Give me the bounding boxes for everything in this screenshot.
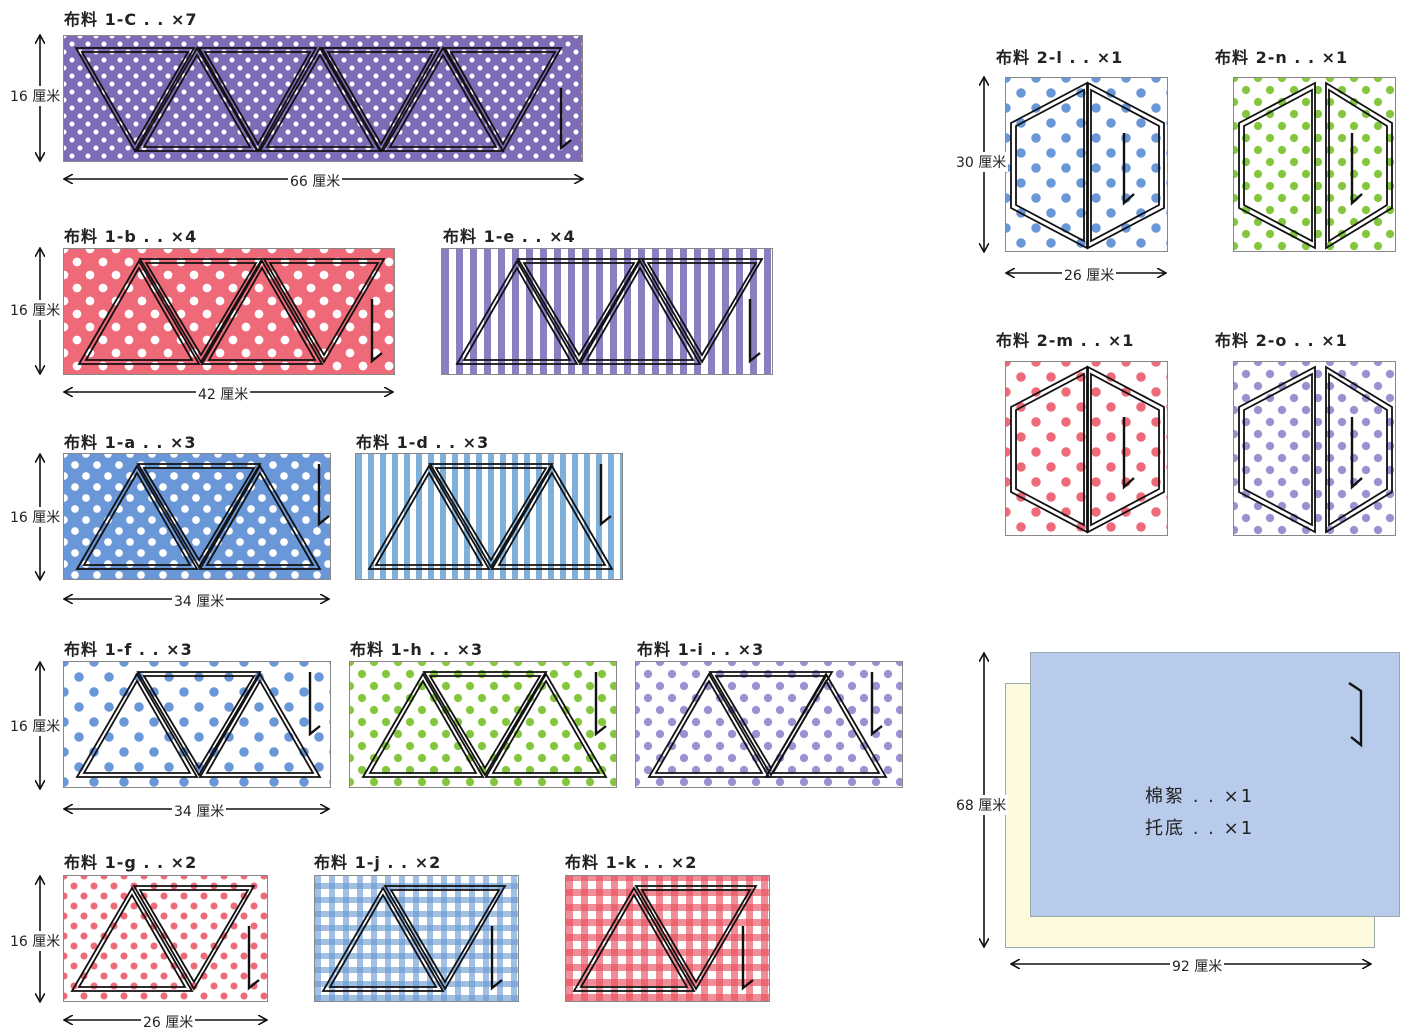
fabric-label-1b: 布料 1-b . . ×4 bbox=[64, 227, 198, 246]
fabric-label-1j: 布料 1-j . . ×2 bbox=[314, 853, 442, 872]
triangle-pattern-outline bbox=[361, 671, 608, 778]
dim-height-sheet: 68 厘米 bbox=[954, 795, 1009, 815]
fabric-label-2l: 布料 2-l . . ×1 bbox=[996, 48, 1124, 67]
triangle-pattern-outline bbox=[367, 463, 614, 570]
fabric-1i bbox=[635, 661, 903, 788]
triangle-pattern-outline bbox=[647, 671, 888, 778]
dim-width-sheet: 92 厘米 bbox=[1170, 956, 1225, 976]
fabric-label-1c: 布料 1-C . . ×7 bbox=[64, 10, 198, 29]
hexagon-pattern-outline bbox=[1010, 81, 1165, 250]
triangle-pattern-outline bbox=[77, 258, 386, 365]
fabric-label-2m: 布料 2-m . . ×1 bbox=[996, 331, 1135, 350]
fabric-1b bbox=[63, 248, 395, 375]
fabric-label-1h: 布料 1-h . . ×3 bbox=[350, 640, 484, 659]
backing-label: 托底 . . ×1 bbox=[1145, 818, 1255, 839]
fabric-label-2o: 布料 2-o . . ×1 bbox=[1215, 331, 1348, 350]
fabric-1h bbox=[349, 661, 617, 788]
fabric-label-1a: 布料 1-a . . ×3 bbox=[64, 433, 197, 452]
fabric-1c bbox=[63, 35, 583, 162]
dim-width-1b: 42 厘米 bbox=[196, 384, 251, 404]
dim-width-2l: 26 厘米 bbox=[1062, 265, 1117, 285]
dim-height-1b: 16 厘米 bbox=[8, 300, 63, 320]
dim-width-1c: 66 厘米 bbox=[288, 171, 343, 191]
fabric-label-1d: 布料 1-d . . ×3 bbox=[356, 433, 490, 452]
triangle-pattern-outline bbox=[455, 258, 764, 365]
dim-height-1c: 16 厘米 bbox=[8, 86, 63, 106]
fabric-1e bbox=[441, 248, 773, 375]
dim-height-1a: 16 厘米 bbox=[8, 507, 63, 527]
dim-height-1f: 16 厘米 bbox=[8, 716, 63, 736]
hexagon-pattern-outline bbox=[1238, 365, 1393, 534]
grainline-mark bbox=[1348, 682, 1363, 748]
fabric-label-1g: 布料 1-g . . ×2 bbox=[64, 853, 198, 872]
fabric-2l bbox=[1005, 77, 1168, 252]
fabric-label-2n: 布料 2-n . . ×1 bbox=[1215, 48, 1349, 67]
dim-height-2l: 30 厘米 bbox=[954, 152, 1009, 172]
fabric-label-1i: 布料 1-i . . ×3 bbox=[637, 640, 765, 659]
batting-sheet bbox=[1030, 652, 1400, 917]
triangle-pattern-outline bbox=[74, 46, 572, 153]
fabric-label-1k: 布料 1-k . . ×2 bbox=[565, 853, 698, 872]
fabric-2m bbox=[1005, 361, 1168, 536]
dim-width-1g: 26 厘米 bbox=[141, 1012, 196, 1032]
fabric-1j bbox=[314, 875, 519, 1002]
dim-width-1f: 34 厘米 bbox=[172, 801, 227, 821]
batting-label: 棉絮 . . ×1 bbox=[1145, 786, 1255, 807]
fabric-2n bbox=[1233, 77, 1396, 252]
fabric-2o bbox=[1233, 361, 1396, 536]
fabric-label-1e: 布料 1-e . . ×4 bbox=[443, 227, 576, 246]
fabric-label-1f: 布料 1-f . . ×3 bbox=[64, 640, 193, 659]
triangle-pattern-outline bbox=[70, 885, 260, 992]
triangle-pattern-outline bbox=[75, 463, 330, 570]
hexagon-pattern-outline bbox=[1238, 81, 1393, 250]
fabric-1f bbox=[63, 661, 331, 788]
hexagon-pattern-outline bbox=[1010, 365, 1165, 534]
fabric-1a bbox=[63, 453, 331, 580]
triangle-pattern-outline bbox=[572, 885, 758, 992]
fabric-1g bbox=[63, 875, 268, 1002]
fabric-1k bbox=[565, 875, 770, 1002]
fabric-1d bbox=[355, 453, 623, 580]
triangle-pattern-outline bbox=[321, 885, 507, 992]
dim-height-1g: 16 厘米 bbox=[8, 931, 63, 951]
dim-width-1a: 34 厘米 bbox=[172, 591, 227, 611]
triangle-pattern-outline bbox=[75, 671, 322, 778]
